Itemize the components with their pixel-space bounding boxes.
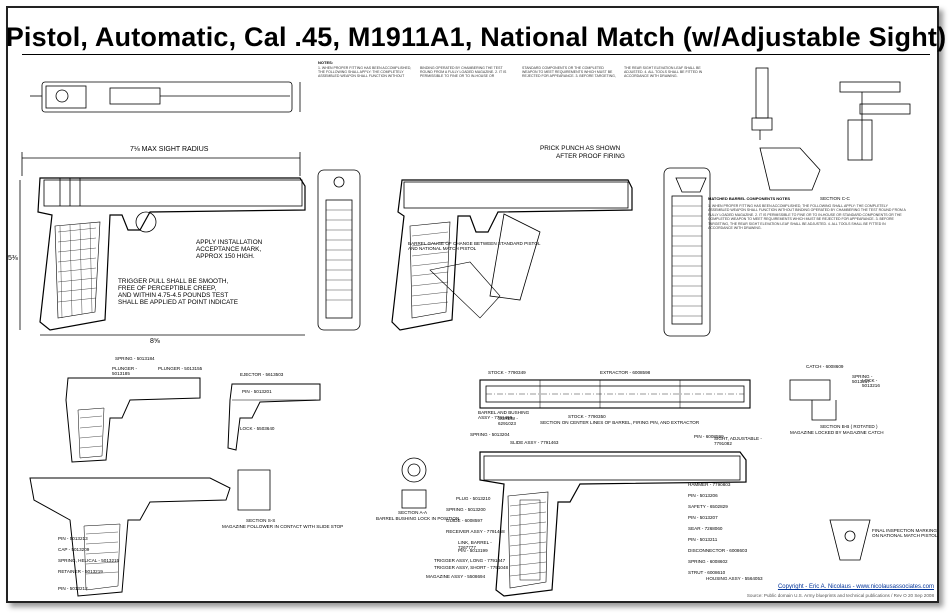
part-label: PLUNGER - 5013155	[158, 366, 203, 371]
part-label: STOCK - 7790350	[568, 414, 606, 419]
notes-body: 1. WHEN PROPER FITTING HAS BEEN ACCOMPLI…	[318, 66, 703, 79]
section-c-note: SECTION C-C	[820, 196, 851, 201]
notes-heading-right: MATCHED BARREL COMPONENTS NOTES	[708, 196, 790, 201]
part-label: HOUSING ASSY - 5564053	[706, 576, 763, 581]
part-label: SPRING, HELICAL - 5013215	[58, 558, 120, 563]
center-pistol-view	[391, 179, 633, 331]
receiver-cutaway-view	[29, 477, 231, 597]
notes-heading: NOTES:	[318, 60, 333, 65]
side-view-pistol	[19, 152, 306, 336]
plunger-detail-view	[65, 377, 201, 463]
part-label: RETAINER - 5013219	[58, 569, 103, 574]
dim-height: 5⅜	[8, 255, 18, 262]
part-label: SPRING - 5013204	[470, 432, 510, 437]
part-label: EXTRACTOR - 6008598	[600, 370, 651, 375]
section-b-note: SECTION B-B ( ROTATED ) MAGAZINE LOCKED …	[790, 424, 884, 435]
part-label: SAFETY - 6502829	[688, 504, 728, 509]
section-views	[237, 457, 427, 511]
dim-overall-length: 8⅝	[150, 338, 160, 345]
top-view-slide	[30, 81, 301, 113]
notes-block: NOTES: MATCHED BARREL COMPONENTS NOTES 1…	[318, 60, 906, 231]
prick-punch-line2: AFTER PROOF FIRING	[556, 153, 625, 160]
part-label: PLUNGER -5013185	[112, 366, 137, 376]
part-label: RECEIVER ASSY - 7791468	[446, 529, 505, 534]
part-label: PIN - 5013211	[688, 537, 718, 542]
section-s-note: SECTION S-S MAGAZINE FOLLOWER IN CONTACT…	[222, 518, 343, 529]
part-label: CATCH - 6008609	[806, 364, 844, 369]
notes-right-body: 1. WHEN PROPER FITTING HAS BEEN ACCOMPLI…	[708, 204, 906, 231]
barrel-cross-section	[479, 379, 751, 409]
notes-body-container: 1. WHEN PROPER FITTING HAS BEEN ACCOMPLI…	[318, 66, 703, 79]
copyright-text: Copyright - Eric A. Nicolaus - www.nicol…	[747, 584, 934, 592]
part-label: SLIDE ASSY - 7791463	[510, 440, 559, 445]
section-center-note: SECTION ON CENTER LINES OF BARREL, FIRIN…	[540, 420, 700, 425]
drawing-title: Pistol, Automatic, Cal .45, M1911A1, Nat…	[5, 22, 947, 52]
part-label: SIGHT, ADJUSTABLE -7791082	[714, 436, 762, 446]
part-label: DISCONNECTOR - 6008603	[688, 548, 748, 553]
copyright-link[interactable]: Copyright - Eric A. Nicolaus - www.nicol…	[777, 584, 934, 590]
part-label: SCREW -6291023	[498, 416, 518, 426]
part-label: PIN - 5013213	[58, 536, 88, 541]
barrel-bushing-note: BARREL AND BUSHING ASSY - 7791469	[478, 410, 530, 420]
part-label: SPRING - 5013200	[446, 507, 486, 512]
sight-detail	[751, 67, 911, 191]
installation-mark-note: APPLY INSTALLATION ACCEPTANCE MARK, APPR…	[196, 239, 264, 260]
ejector-detail-view	[227, 383, 321, 451]
callout-group: PRICK PUNCH AS SHOWN AFTER PROOF FIRING …	[118, 145, 938, 538]
part-label: PLUG - 5013210	[456, 496, 491, 501]
prick-punch-note: PRICK PUNCH AS SHOWN AFTER PROOF FIRING	[540, 145, 625, 160]
part-label: SEAR - 7268060	[688, 526, 723, 531]
copyright-block: Copyright - Eric A. Nicolaus - www.nicol…	[747, 584, 934, 599]
full-cutaway-view	[479, 451, 747, 597]
part-label: PIN - 5013207	[688, 515, 718, 520]
part-label: PIN - 5013206	[688, 493, 718, 498]
part-label: MAGAZINE ASSY - 5508694	[426, 574, 486, 579]
part-label: CAP - 5013209	[58, 547, 90, 552]
part-label: HAMMER - 7790803	[688, 482, 731, 487]
part-label: TRIGGER ASSY, LONG - 7791047	[434, 558, 506, 563]
part-label: STRUT - 6008610	[688, 570, 726, 575]
part-label: PIN - 5013201	[242, 389, 272, 394]
prick-punch-line1: PRICK PUNCH AS SHOWN	[540, 145, 621, 152]
section-a-note: SECTION A-A BARREL BUSHING LOCK IN POSIT…	[376, 510, 459, 521]
part-label: EJECTOR - 5613503	[240, 372, 284, 377]
notes-right-container: 1. WHEN PROPER FITTING HAS BEEN ACCOMPLI…	[708, 204, 906, 231]
part-label: SPRING - 6008602	[688, 559, 728, 564]
part-label: SPRING - 5013184	[115, 356, 155, 361]
trigger-pull-note: TRIGGER PULL SHALL BE SMOOTH, FREE OF PE…	[118, 278, 238, 306]
frame-front-view	[317, 169, 361, 331]
part-label: LOCK -5013216	[862, 378, 880, 388]
part-label: STOCK - 7790349	[488, 370, 526, 375]
part-label: TRIGGER ASSY, SHORT - 7791048	[434, 565, 508, 570]
part-label: PIN - 5013199	[458, 548, 488, 553]
part-label: LINK, BARREL -7267777	[458, 540, 492, 550]
part-label: LOCK - 5503640	[240, 426, 275, 431]
section-b-view	[789, 379, 871, 561]
title-underline	[22, 54, 930, 55]
barrel-gauge-note: BARREL GAUGE OF CHANGE BETWEEN STANDARD …	[408, 241, 542, 251]
part-label: PIN - 5013212	[58, 586, 88, 591]
drawing-frame	[6, 6, 939, 603]
part-label: SPRING -5013217	[852, 374, 873, 384]
source-text: Source: Public domain U.S. Army blueprin…	[746, 592, 934, 598]
part-label: PIN - 6008599	[694, 434, 724, 439]
frame-back-view	[663, 167, 711, 337]
part-label: GUIDE - 6008597	[446, 518, 483, 523]
dim-sight-radius: 7⅛ MAX SIGHT RADIUS	[130, 146, 209, 153]
final-marking-note: FINAL INSPECTION MARKING ON NATIONAL MAT…	[872, 528, 938, 538]
